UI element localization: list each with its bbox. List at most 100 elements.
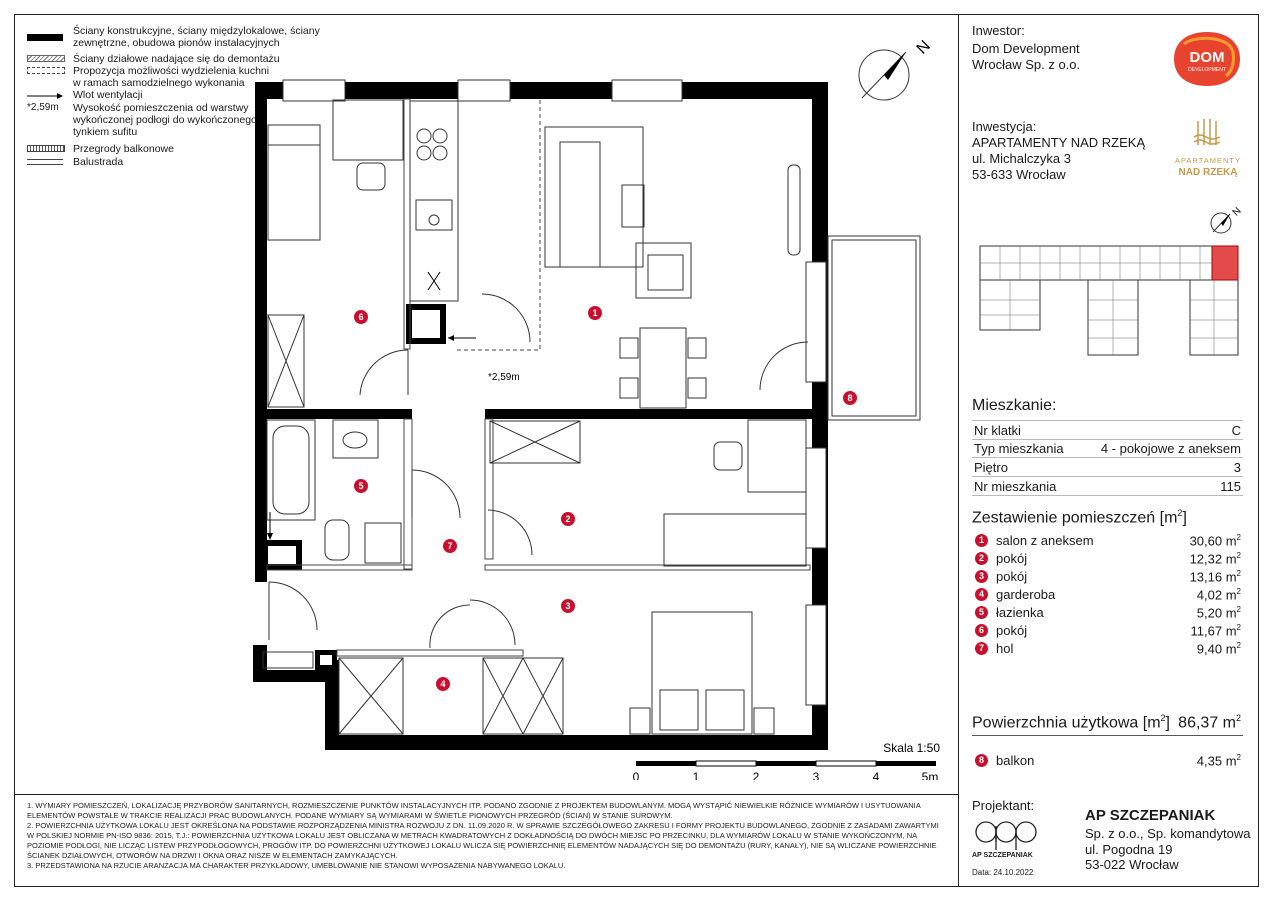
arrow-icon — [27, 91, 63, 99]
notes: 1. WYMIARY POMIESZCZEŃ, LOKALIZACJĘ PRZY… — [27, 801, 947, 871]
legend-text: Propozycja możliwości wydzielenia kuchni… — [73, 65, 270, 89]
ap-szczepaniak-logo — [972, 816, 1042, 862]
room-marker-4: 4 — [436, 677, 450, 691]
furniture-room-3 — [629, 611, 775, 735]
keyplan-map — [970, 240, 1245, 358]
svg-text:N: N — [1231, 206, 1244, 219]
room-marker-6: 6 — [354, 310, 368, 324]
legend-symbol-double — [27, 159, 63, 165]
scale-tick: 5m — [922, 770, 939, 780]
svg-text:5: 5 — [358, 481, 363, 491]
windows — [282, 79, 827, 706]
north-compass-icon: N — [858, 40, 934, 101]
height-mark: *2,59m — [27, 102, 59, 113]
scale-bar: Skala 1:50 0 1 2 3 4 5m — [633, 741, 941, 780]
investment-label: Inwestycja: — [972, 119, 1037, 134]
room-marker-5: 5 — [354, 479, 368, 493]
room-markers: 1 2 3 4 5 6 7 8 — [354, 306, 857, 691]
apartamenty-logo: APARTAMENTY NAD RZEKĄ — [1168, 115, 1248, 180]
legend-symbol-dotted — [27, 145, 65, 152]
legend-text: Balustrada — [73, 156, 124, 168]
investment-line-1: APARTAMENTY NAD RZEKĄ — [972, 135, 1146, 150]
note-1: 1. WYMIARY POMIESZCZEŃ, LOKALIZACJĘ PRZY… — [27, 801, 921, 820]
frame-left — [14, 14, 15, 887]
legend-text: Wlot wentylacji — [73, 89, 143, 101]
svg-text:DEVELOPMENT: DEVELOPMENT — [1188, 67, 1226, 73]
furniture-bathroom — [266, 419, 402, 564]
frame-bottom — [14, 886, 1259, 887]
furniture-room-6 — [267, 99, 404, 408]
furniture-room-1 — [544, 126, 801, 409]
doors — [268, 293, 809, 649]
investor-name-2: Wrocław Sp. z o.o. — [972, 57, 1081, 72]
usable-area-row: Powierzchnia użytkowa [m2] 86,37 m2 — [972, 713, 1243, 736]
floor-plan: N — [253, 40, 941, 780]
furniture-wardrobe — [262, 651, 564, 735]
scale-label: Skala 1:50 — [883, 741, 940, 755]
investor-label: Inwestor: — [972, 23, 1025, 38]
svg-text:7: 7 — [447, 541, 452, 551]
furniture-room-2 — [489, 419, 807, 567]
room-marker-8: 8 — [843, 391, 857, 405]
balcony — [827, 235, 921, 421]
legend-text: Ściany działowe nadające się do demontaż… — [73, 53, 280, 65]
note-2: 2. POWIERZCHNIA UŻYTKOWA LOKALU JEST OKR… — [27, 821, 939, 860]
investment-line-3: 53-633 Wrocław — [972, 167, 1066, 182]
legend-text: Wysokość pomieszczenia od warstwy wykońc… — [73, 102, 257, 138]
svg-text:3: 3 — [565, 601, 570, 611]
usable-area-value: 86,37 m2 — [1178, 713, 1241, 732]
height-label: *2,59m — [488, 372, 520, 383]
designer-date: Data: 24.10.2022 — [972, 868, 1034, 877]
room-marker-2: 2 — [561, 512, 575, 526]
room-marker-1: 1 — [588, 306, 602, 320]
frame-top — [14, 14, 1259, 15]
note-3: 3. PRZEDSTAWIONA NA RZUCIE ARANŻACJA MA … — [27, 861, 566, 870]
designer-line-2: ul. Pogodna 19 — [1085, 842, 1173, 857]
svg-text:4: 4 — [440, 679, 445, 689]
frame-sidebar-divider — [958, 14, 959, 887]
designer-line-1: Sp. z o.o., Sp. komandytowa — [1085, 826, 1251, 841]
room-marker-7: 7 — [443, 539, 457, 553]
scale-tick: 2 — [753, 770, 760, 780]
designer-line-3: 53-022 Wrocław — [1085, 857, 1179, 872]
legend-symbol-hatch — [27, 55, 65, 62]
svg-text:NAD RZEKĄ: NAD RZEKĄ — [1179, 167, 1238, 178]
vent-arrows — [267, 271, 476, 540]
dom-development-logo: DOM DEVELOPMENT — [1172, 30, 1242, 88]
scale-tick: 3 — [813, 770, 820, 780]
svg-text:1: 1 — [592, 308, 597, 318]
keyplan-highlight — [1211, 245, 1239, 281]
investor-name-1: Dom Development — [972, 41, 1080, 56]
legend-text: Ściany konstrukcyjne, ściany międzylokal… — [73, 25, 320, 49]
designer-label: Projektant: — [972, 798, 1035, 813]
legend-symbol-black — [27, 34, 63, 41]
svg-text:APARTAMENTY: APARTAMENTY — [1175, 156, 1241, 165]
scale-tick: 4 — [873, 770, 880, 780]
frame-notes-divider — [14, 794, 959, 795]
apartment-title: Mieszkanie: — [972, 397, 1057, 414]
legend-text: Przegrody balkonowe — [73, 143, 174, 155]
keyplan-north-icon: N — [1205, 205, 1250, 235]
north-label: N — [914, 40, 934, 58]
legend-symbol-dashed — [27, 67, 65, 74]
svg-text:DOM: DOM — [1190, 49, 1225, 66]
designer-logo-caption: AP SZCZEPANIAK — [972, 852, 1033, 859]
scale-tick: 0 — [633, 770, 640, 780]
exterior-walls — [253, 82, 828, 750]
room-marker-3: 3 — [561, 599, 575, 613]
kitchen-counter — [409, 100, 459, 302]
usable-area-label: Powierzchnia użytkowa [m2] — [972, 713, 1170, 732]
scale-tick: 1 — [693, 770, 700, 780]
